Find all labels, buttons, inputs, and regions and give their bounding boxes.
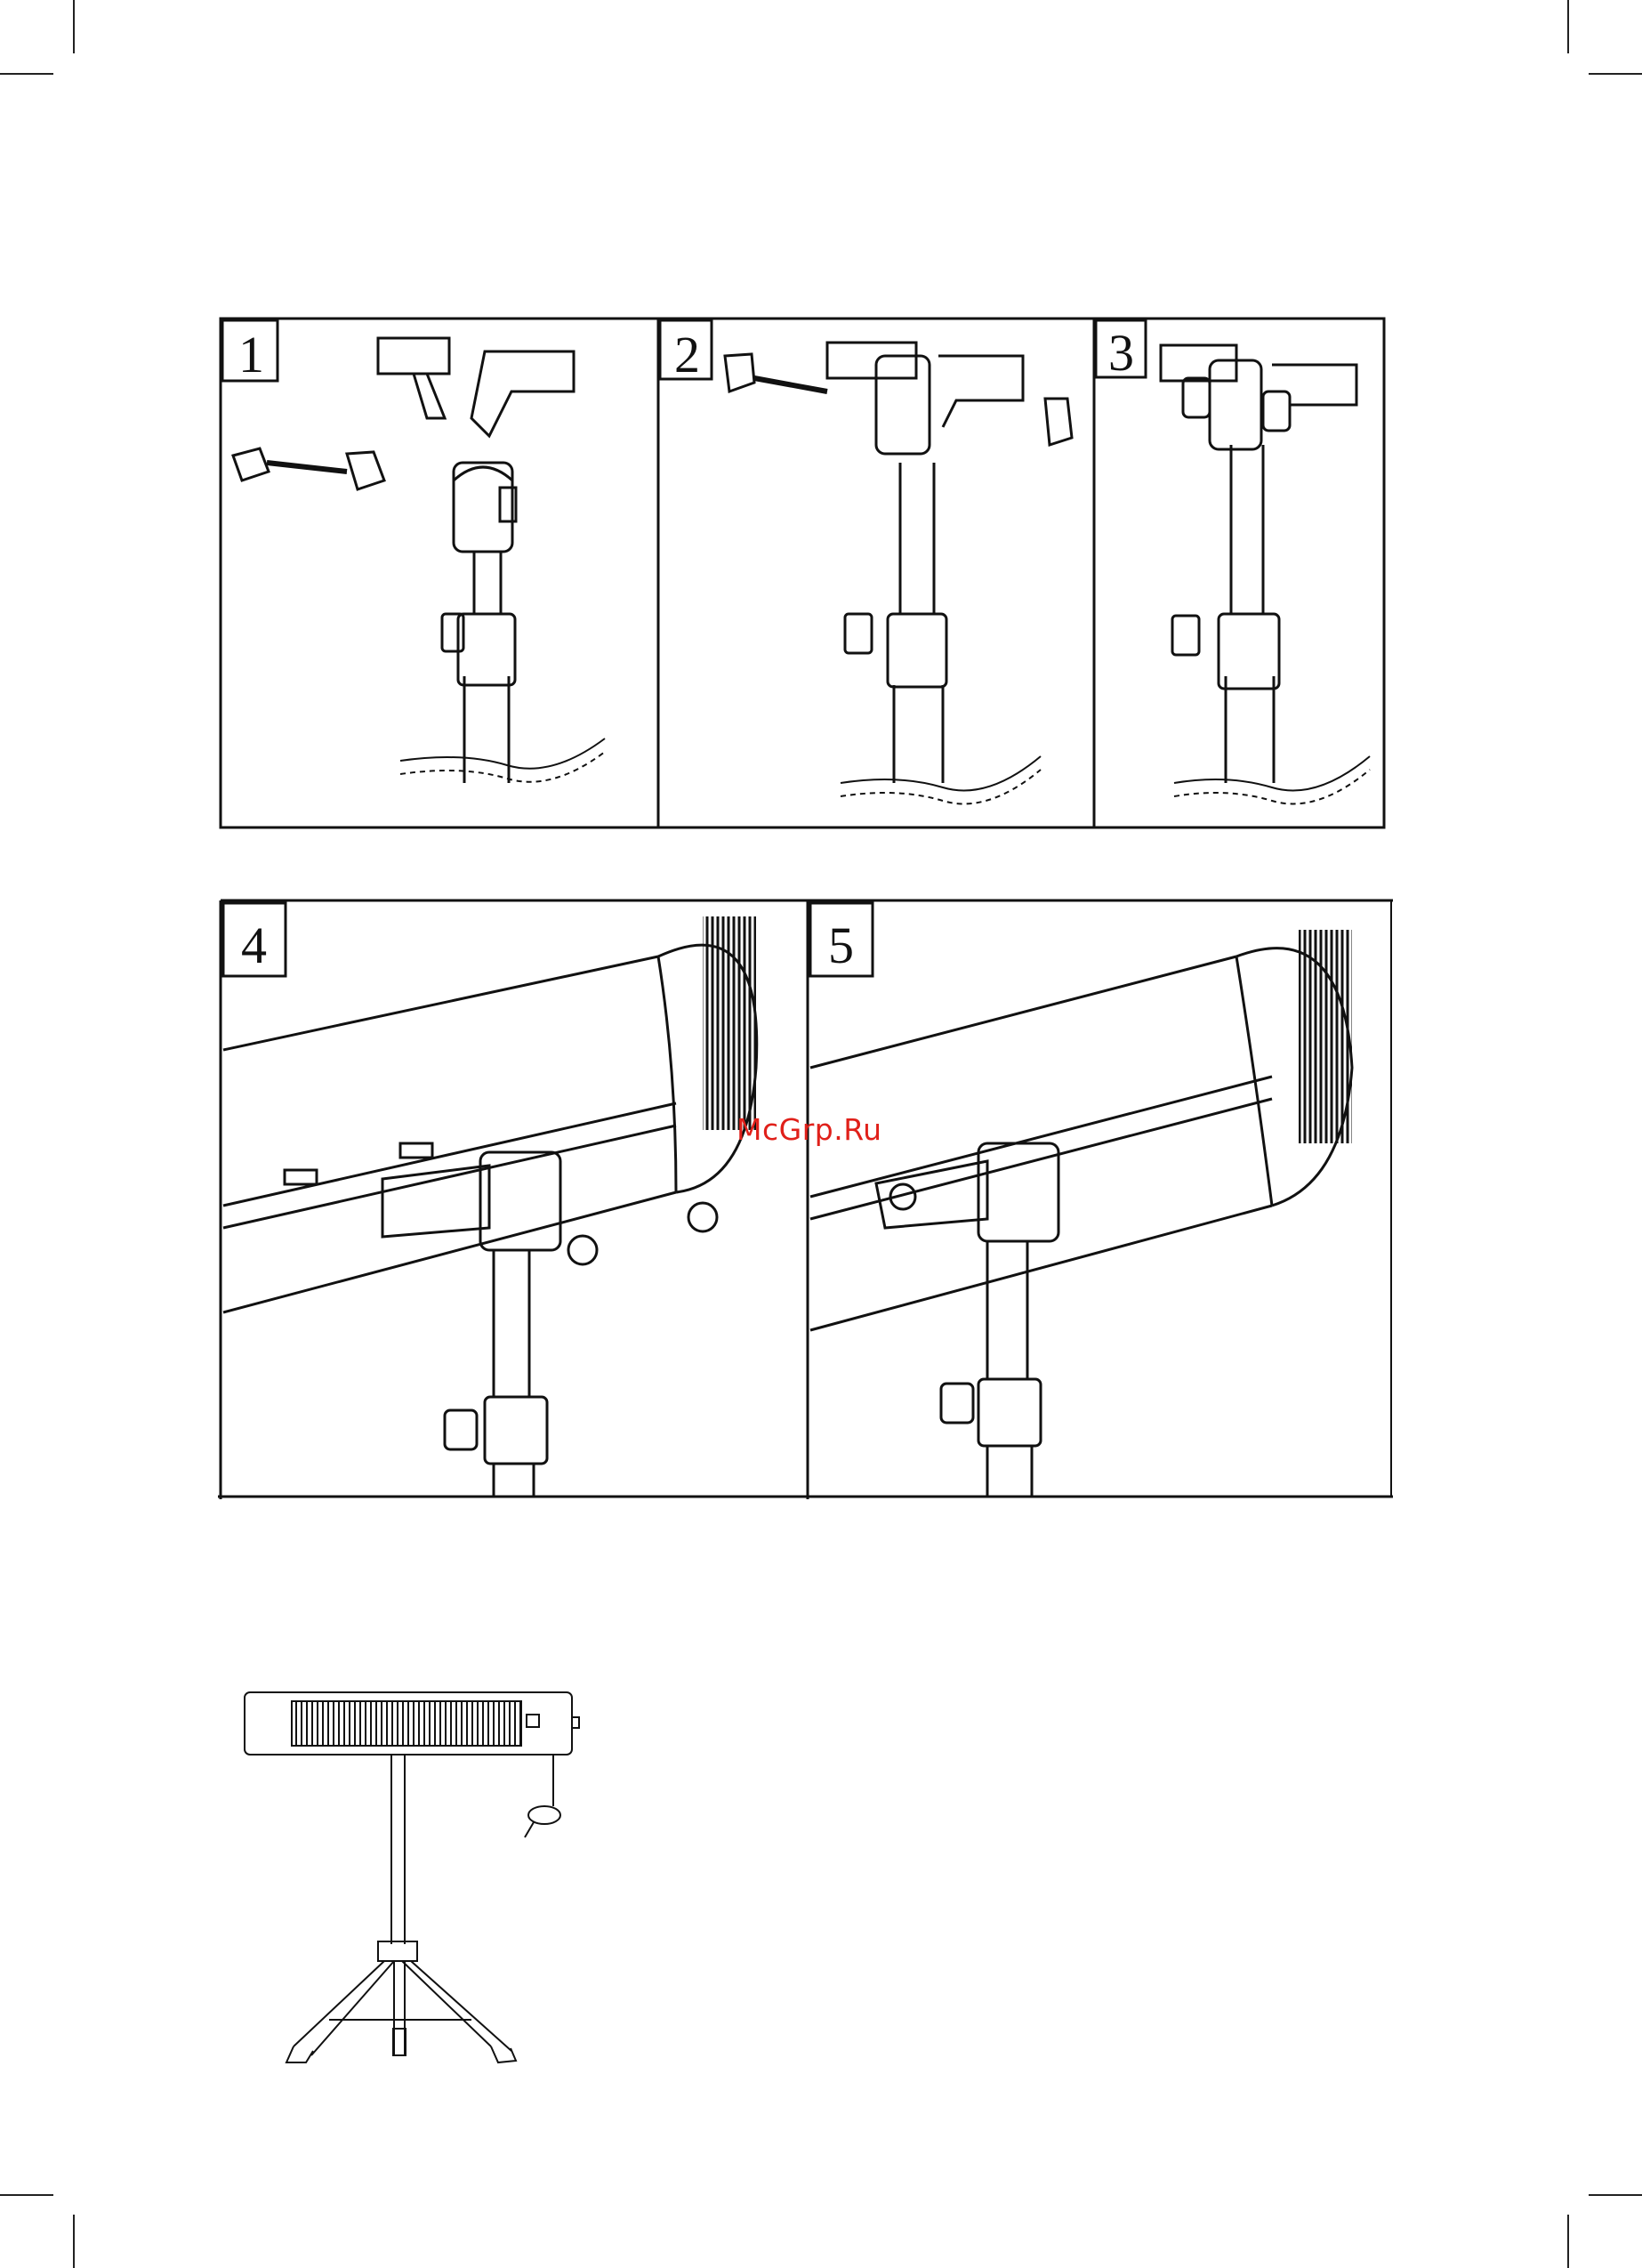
assembled-heater-figure — [245, 1692, 579, 2062]
step-1-panel — [222, 320, 605, 783]
step-2-number: 2 — [674, 326, 700, 383]
step-2-panel — [660, 320, 1072, 803]
step-4-panel — [223, 903, 757, 1497]
step-5-panel — [810, 903, 1352, 1497]
step-3-number: 3 — [1108, 324, 1134, 382]
step-1-number: 1 — [238, 326, 264, 383]
step-5-number: 5 — [828, 916, 854, 974]
watermark-text: McGrp.Ru — [736, 1112, 882, 1147]
step-4-number: 4 — [241, 916, 267, 974]
step-3-panel — [1096, 320, 1370, 803]
middle-panel-frame — [218, 900, 1393, 1499]
